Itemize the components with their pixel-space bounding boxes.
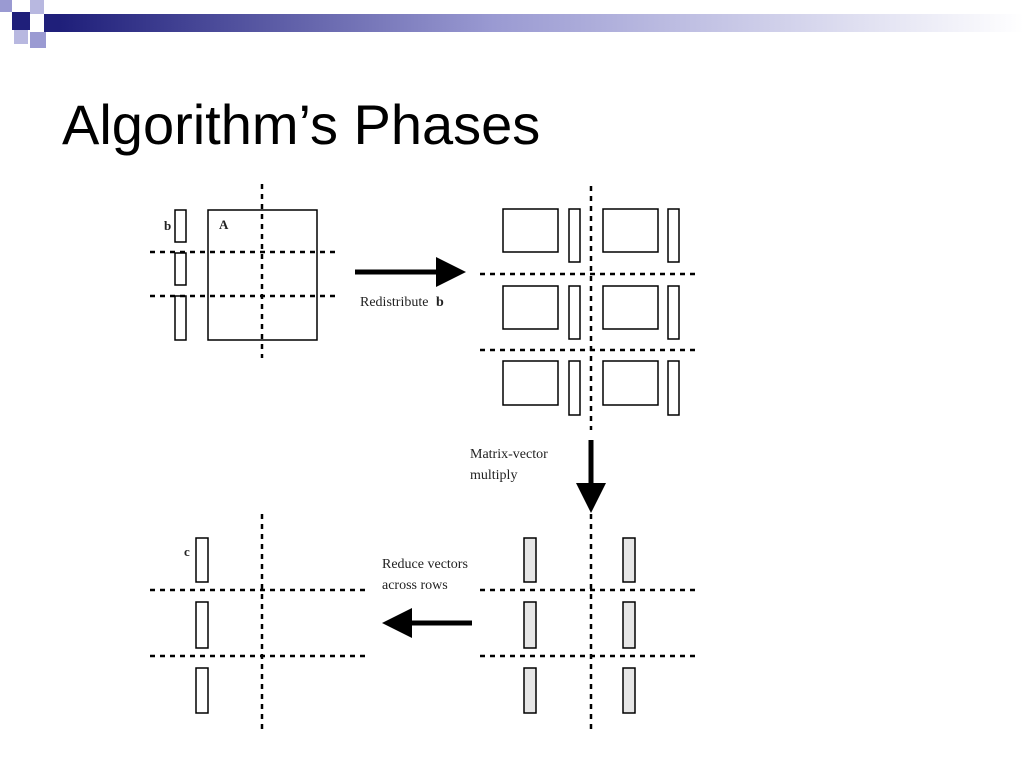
redistributed-vectors [568, 208, 680, 416]
reduce-label-line2: across rows [382, 578, 448, 593]
phase-redistributed-grid [480, 186, 697, 430]
reduce-label-line1: Reduce vectors [382, 557, 468, 572]
phase-partial-results-grid [480, 514, 697, 730]
slide-title: Algorithm’s Phases [62, 93, 541, 156]
label-b: b [164, 218, 171, 233]
partial-result-vectors [523, 537, 636, 714]
redistribute-label: Redistribute b [360, 295, 444, 310]
result-vector-c-pieces [195, 537, 209, 714]
header-decoration [0, 0, 1024, 48]
vector-b-pieces [174, 209, 187, 341]
multiply-label-line1: Matrix-vector [470, 447, 548, 462]
phase-result-grid [150, 514, 368, 730]
label-c: c [184, 544, 190, 559]
multiply-label-line2: multiply [470, 468, 517, 483]
redistributed-blocks [502, 208, 659, 406]
label-A: A [219, 217, 229, 232]
matrix-A [207, 209, 318, 341]
